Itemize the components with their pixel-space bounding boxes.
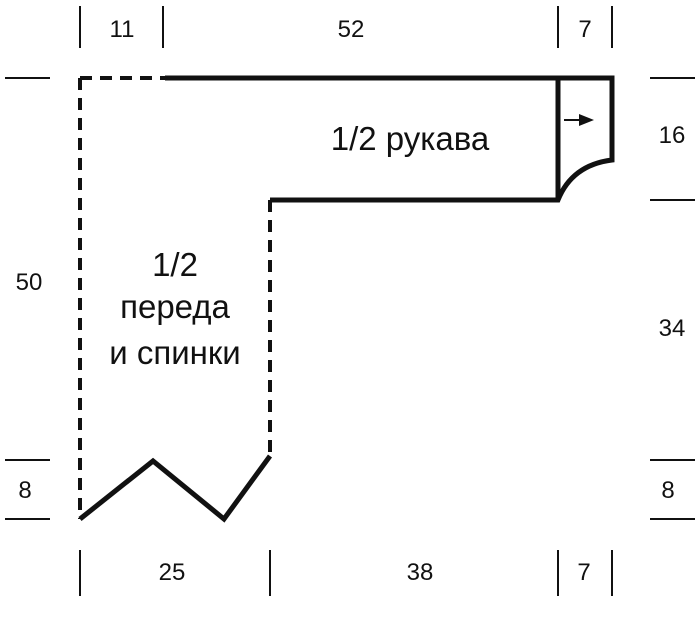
right-dimension-ticks [650, 77, 695, 520]
arrow-right-icon [564, 114, 594, 126]
zigzag-hem [78, 454, 273, 523]
dim-top-middle: 52 [338, 16, 365, 43]
body-label-line3: и спинки [109, 334, 241, 371]
body-label-line2: переда [120, 288, 230, 325]
dim-left-lower: 8 [18, 477, 31, 504]
dim-bottom-right: 7 [577, 559, 590, 586]
left-dimension-ticks [5, 77, 50, 520]
dim-right-middle: 34 [659, 315, 686, 342]
dim-bottom-middle: 38 [407, 559, 434, 586]
dim-right-lower: 8 [661, 477, 674, 504]
bottom-dimension-ticks [79, 550, 613, 596]
top-dimension-ticks [79, 6, 613, 48]
dim-right-upper: 16 [659, 122, 686, 149]
dim-bottom-left: 25 [159, 559, 186, 586]
body-label-line1: 1/2 [152, 246, 198, 283]
dim-left-middle: 50 [16, 269, 43, 296]
dim-top-left: 11 [110, 16, 135, 43]
dashed-fold-lines [78, 76, 272, 519]
dim-top-right: 7 [578, 16, 591, 43]
sleeve-label: 1/2 рукава [331, 120, 490, 157]
